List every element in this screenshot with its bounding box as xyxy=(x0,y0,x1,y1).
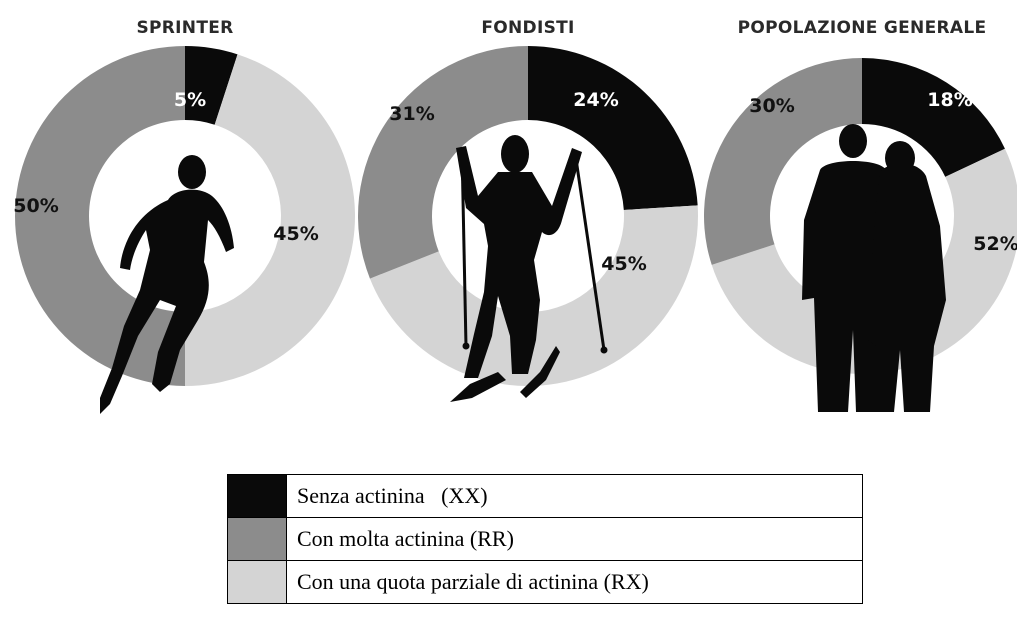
slice-label: 30% xyxy=(749,95,794,117)
legend-row: Con una quota parziale di actinina (RX) xyxy=(227,560,863,604)
slice-group xyxy=(15,46,356,387)
donut-slice xyxy=(185,54,356,387)
slice-group xyxy=(357,46,698,387)
legend-label: Senza actinina (XX) xyxy=(286,474,863,518)
legend-swatch-senza xyxy=(227,474,287,518)
chart-sprinter: SPRINTER 5% 45% 50% xyxy=(13,18,356,414)
legend-label: Con una quota parziale di actinina (RX) xyxy=(286,560,863,604)
slice-label: 45% xyxy=(273,223,318,245)
donut-slice xyxy=(704,58,862,265)
couple-icon xyxy=(802,124,946,412)
chart-popolazione-generale: POPOLAZIONE GENERALE 18% 52% 30% xyxy=(704,18,1017,412)
legend-row: Con molta actinina (RR) xyxy=(227,517,863,561)
donut-slice xyxy=(185,46,238,125)
legend-table: Senza actinina (XX) Con molta actinina (… xyxy=(227,474,863,604)
slice-label: 50% xyxy=(13,195,58,217)
chart-title: SPRINTER xyxy=(136,18,233,38)
chart-fondisti: FONDISTI 24% 45% 31% xyxy=(357,18,698,402)
donut-slice xyxy=(369,205,698,387)
donut-slice xyxy=(528,46,698,210)
legend-label: Con molta actinina (RR) xyxy=(286,517,863,561)
donut-slice xyxy=(862,58,1005,177)
chart-title: FONDISTI xyxy=(481,18,574,38)
slice-label: 52% xyxy=(973,233,1017,255)
donut-slice xyxy=(15,46,185,386)
legend-row: Senza actinina (XX) xyxy=(227,474,863,518)
slice-label: 5% xyxy=(174,89,206,111)
label-group: 5% 45% 50% xyxy=(13,89,318,245)
label-group: 18% 52% 30% xyxy=(749,89,1017,255)
chart-title: POPOLAZIONE GENERALE xyxy=(738,18,987,38)
label-group: 24% 45% 31% xyxy=(389,89,646,275)
sprinter-icon xyxy=(100,155,234,414)
slice-label: 18% xyxy=(927,89,972,111)
skier-icon xyxy=(450,135,608,402)
legend-swatch-molta xyxy=(227,517,287,561)
legend-swatch-parziale xyxy=(227,560,287,604)
donut-slice xyxy=(357,46,528,279)
slice-label: 31% xyxy=(389,103,434,125)
slice-label: 45% xyxy=(601,253,646,275)
slice-label: 24% xyxy=(573,89,618,111)
